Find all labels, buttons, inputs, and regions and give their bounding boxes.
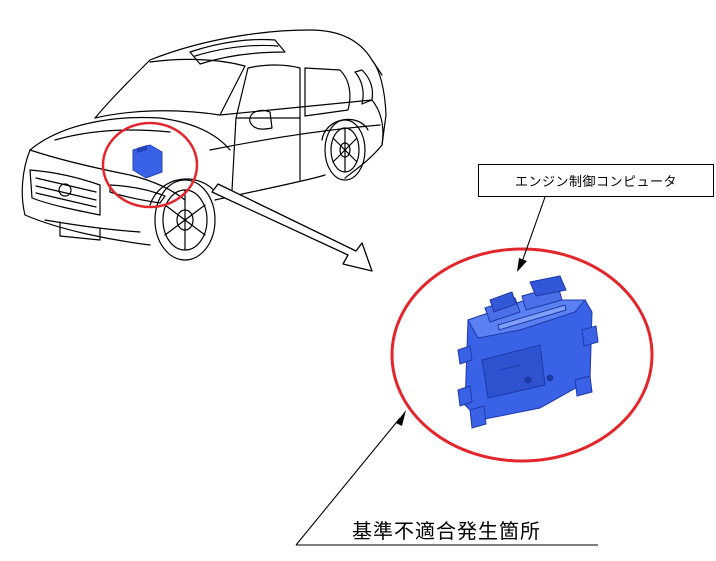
car-highlight-circle — [101, 121, 199, 209]
label-pointer-arrow — [517, 196, 546, 272]
ecu-on-car — [132, 144, 163, 179]
zoom-arrow — [211, 183, 373, 272]
ecu-detail — [457, 275, 599, 429]
location-pointer-arrow — [295, 410, 598, 546]
component-label: エンジン制御コンピュータ — [514, 175, 677, 190]
component-label-box: エンジン制御コンピュータ — [478, 164, 714, 197]
car-illustration — [21, 29, 387, 261]
detail-highlight-circle — [390, 247, 654, 463]
location-label: 基準不適合発生箇所 — [352, 519, 541, 543]
